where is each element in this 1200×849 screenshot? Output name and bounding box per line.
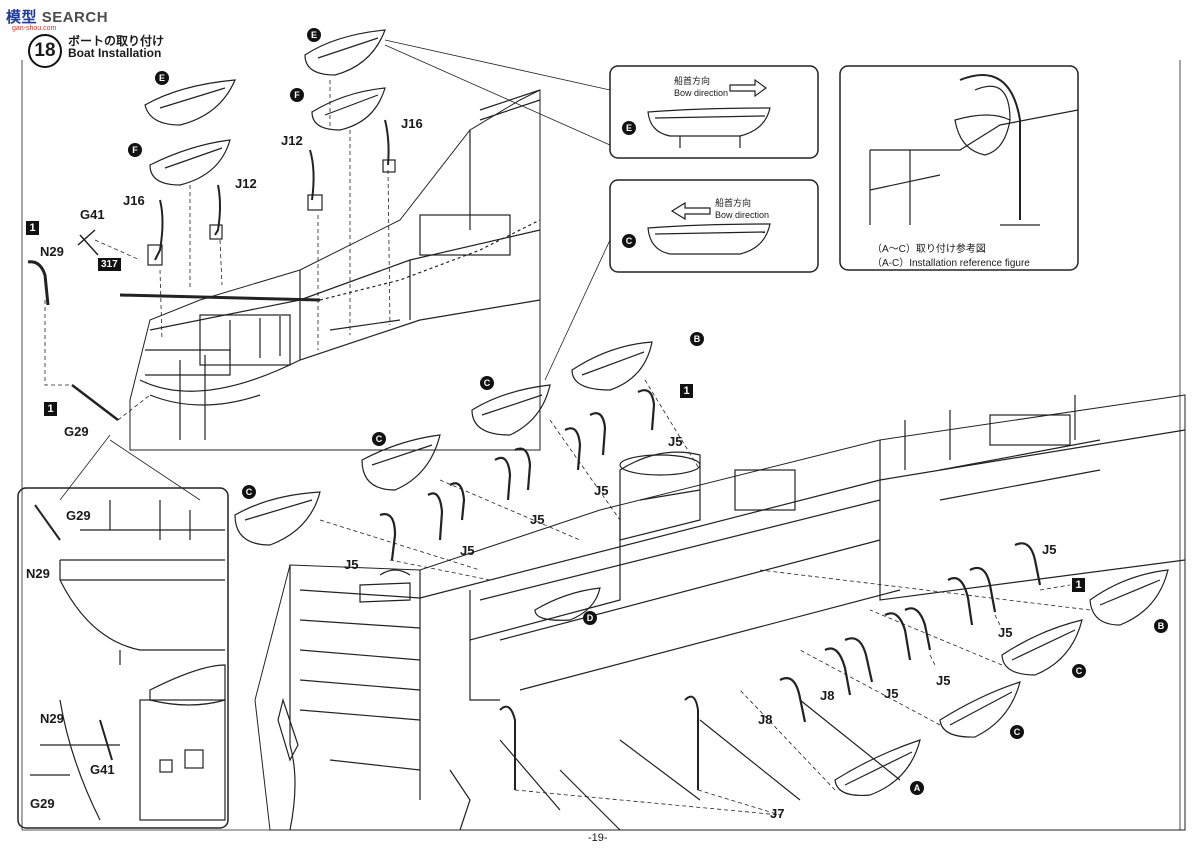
part-j12-label: J12 [235,176,257,191]
part-j7-label: J7 [770,806,785,821]
step-title-jp: ボートの取り付け [68,34,165,48]
part-c-label: C [1072,664,1086,678]
part-g29-label: G29 [64,424,89,439]
quantity-badge: 1 [1072,578,1085,592]
callout-e-bow-en: Bow direction [674,88,729,98]
part-j12-label: J12 [281,133,303,148]
quantity-badge: 1 [26,221,39,235]
part-c-label: C [480,376,494,390]
inset-n29-label: N29 [40,711,64,726]
part-j16-label: J16 [123,193,145,208]
callout-c-bow-jp: 船首方向 [715,198,752,208]
logo-en: SEARCH [41,9,109,26]
part-j5-label: J5 [668,434,683,449]
part-b-label: B [1154,619,1168,633]
callout-c-letter: C [622,234,636,248]
logo-cn: 模型 [6,9,38,26]
step-title-en: Boat Installation [68,46,162,60]
part-e-label: E [155,71,169,85]
part-d-label: D [583,611,597,625]
part-f-label: F [128,143,142,157]
part-j5-label: J5 [344,557,359,572]
part-j5-label: J5 [594,483,609,498]
part-b-label: B [690,332,704,346]
page-number: -19- [588,832,608,844]
part-c-label: C [242,485,256,499]
ref-caption-jp: （A～C）取り付け参考図 [872,244,986,255]
quantity-badge: 1 [44,402,57,416]
part-j5-label: J5 [530,512,545,527]
inset-g29-label: G29 [66,508,91,523]
part-c-label: C [1010,725,1024,739]
part-j5-label: J5 [884,686,899,701]
boat-e-top-left [144,79,236,126]
callout-c-bow-en: Bow direction [715,210,770,220]
callout-e-letter: E [622,121,636,135]
part-j5-label: J5 [998,625,1013,640]
part-e-label: E [307,28,321,42]
part-j5-label: J5 [1042,542,1057,557]
part-j5-label: J5 [460,543,475,558]
step-number: 18 [28,34,62,68]
inset-g29-label: G29 [30,796,55,811]
logo-url: gan-shou.com [12,25,57,32]
part-n29-label: N29 [40,244,64,259]
part-j5-label: J5 [936,673,951,688]
quantity-badge-317: 317 [98,258,121,271]
ref-caption-en: （A-C）Installation reference figure [872,258,1030,269]
part-j8-label: J8 [820,688,835,703]
part-c-label: C [372,432,386,446]
part-j16-label: J16 [401,116,423,131]
callout-e-bow-jp: 船首方向 [674,76,711,86]
inset-n29-label: N29 [26,566,50,581]
part-j8-label: J8 [758,712,773,727]
inset-g41-label: G41 [90,762,115,777]
part-g41-label: G41 [80,207,105,222]
part-f-label: F [290,88,304,102]
quantity-badge: 1 [680,384,693,398]
watermark-logo: 模型 SEARCH [6,6,108,27]
part-a-label: A [910,781,924,795]
